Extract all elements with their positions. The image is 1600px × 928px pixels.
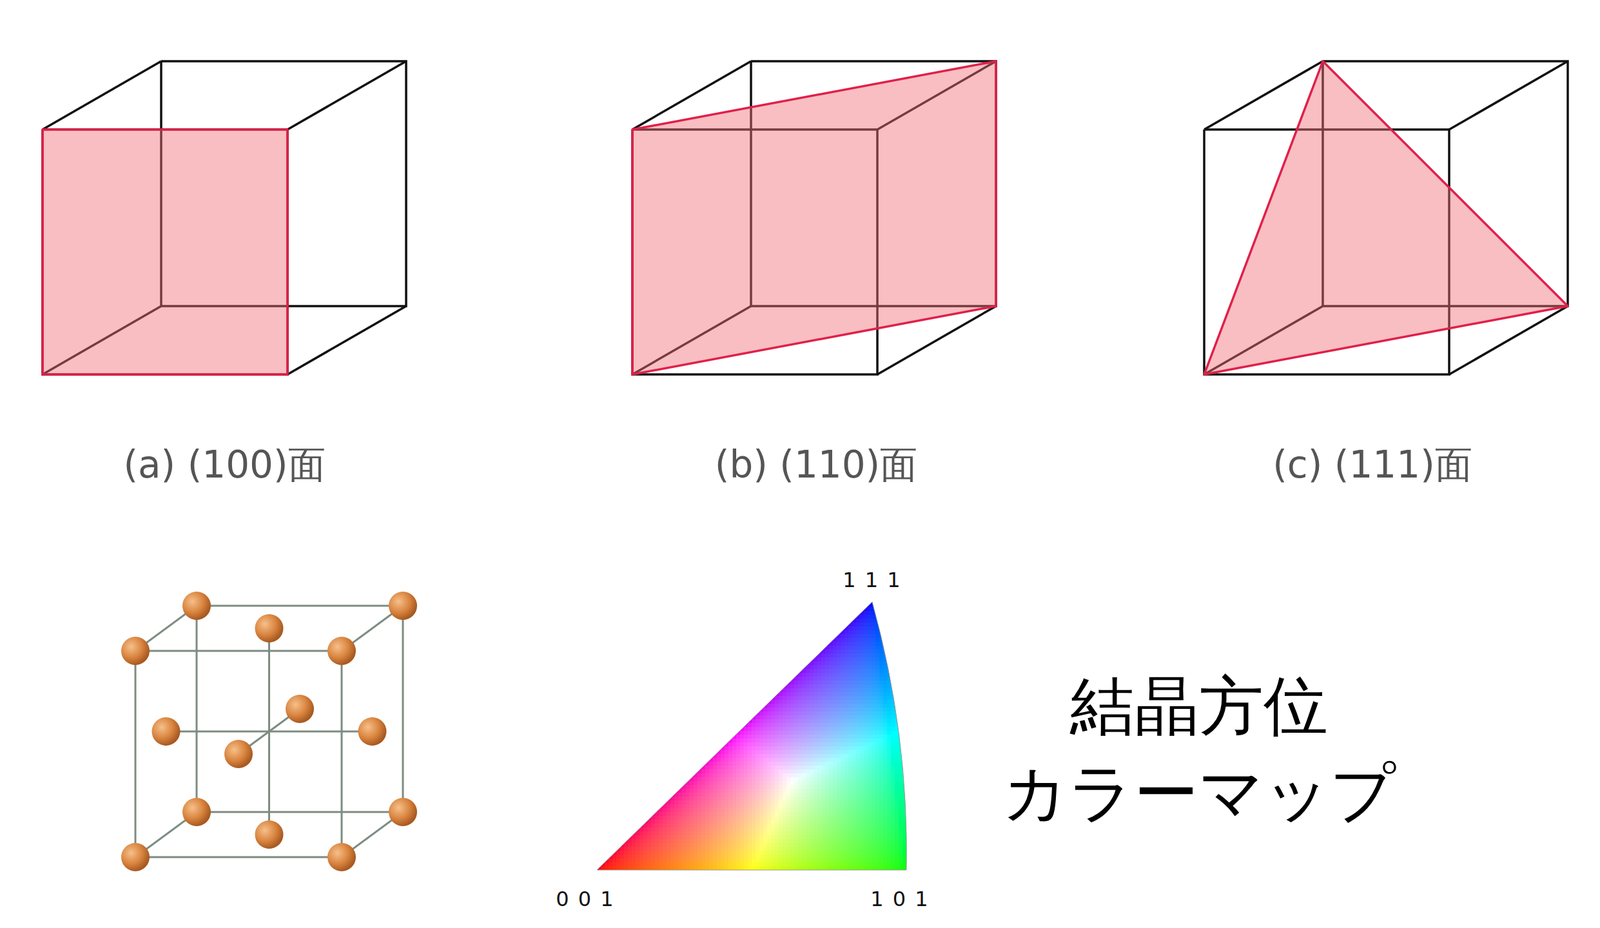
atom: [121, 843, 150, 872]
cell-edge: [196, 811, 403, 814]
atom: [388, 591, 418, 621]
pole-label: 1 0 1: [870, 887, 929, 912]
plane-caption: (c) (111)面: [1272, 442, 1473, 488]
atom: [121, 636, 150, 666]
ipf-colour-key: [593, 599, 919, 875]
fcc-unit-cell: [121, 591, 418, 872]
cell-edge: [402, 605, 405, 813]
cube-edge: [1449, 61, 1568, 130]
atom: [327, 636, 356, 666]
cell-edge: [135, 650, 342, 653]
cell-edge: [268, 628, 271, 835]
atom: [152, 717, 181, 746]
atom: [358, 717, 387, 746]
atom: [224, 740, 253, 769]
cell-edge: [196, 605, 403, 608]
cell-edge: [341, 651, 343, 858]
plane-caption: (a) (100)面: [123, 442, 325, 488]
cube-edge: [42, 61, 162, 130]
atom: [182, 798, 211, 827]
unit-cube: [632, 61, 996, 375]
lattice-plane: [1204, 61, 1568, 375]
heading-text: 結晶方位 カラーマップ: [992, 662, 1406, 837]
lattice-plane: [632, 61, 996, 375]
atom: [255, 614, 284, 643]
ipf-outline: [596, 602, 907, 871]
cube-edge: [287, 61, 407, 130]
atom: [182, 591, 211, 621]
atom: [285, 694, 314, 724]
cell-edge: [195, 605, 198, 813]
atom: [327, 843, 356, 872]
cube-edge: [287, 306, 407, 375]
lattice-plane: [42, 129, 288, 375]
pole-label: 1 1 1: [842, 567, 902, 593]
unit-cube: [42, 61, 407, 375]
pole-label: 0 0 1: [555, 887, 615, 912]
atom: [255, 820, 284, 849]
plane-caption: (b) (110)面: [714, 442, 918, 488]
atom: [388, 798, 418, 827]
unit-cube: [1204, 61, 1568, 375]
cube-edge: [42, 129, 288, 375]
cell-edge: [135, 856, 342, 859]
cell-edge: [134, 651, 137, 858]
